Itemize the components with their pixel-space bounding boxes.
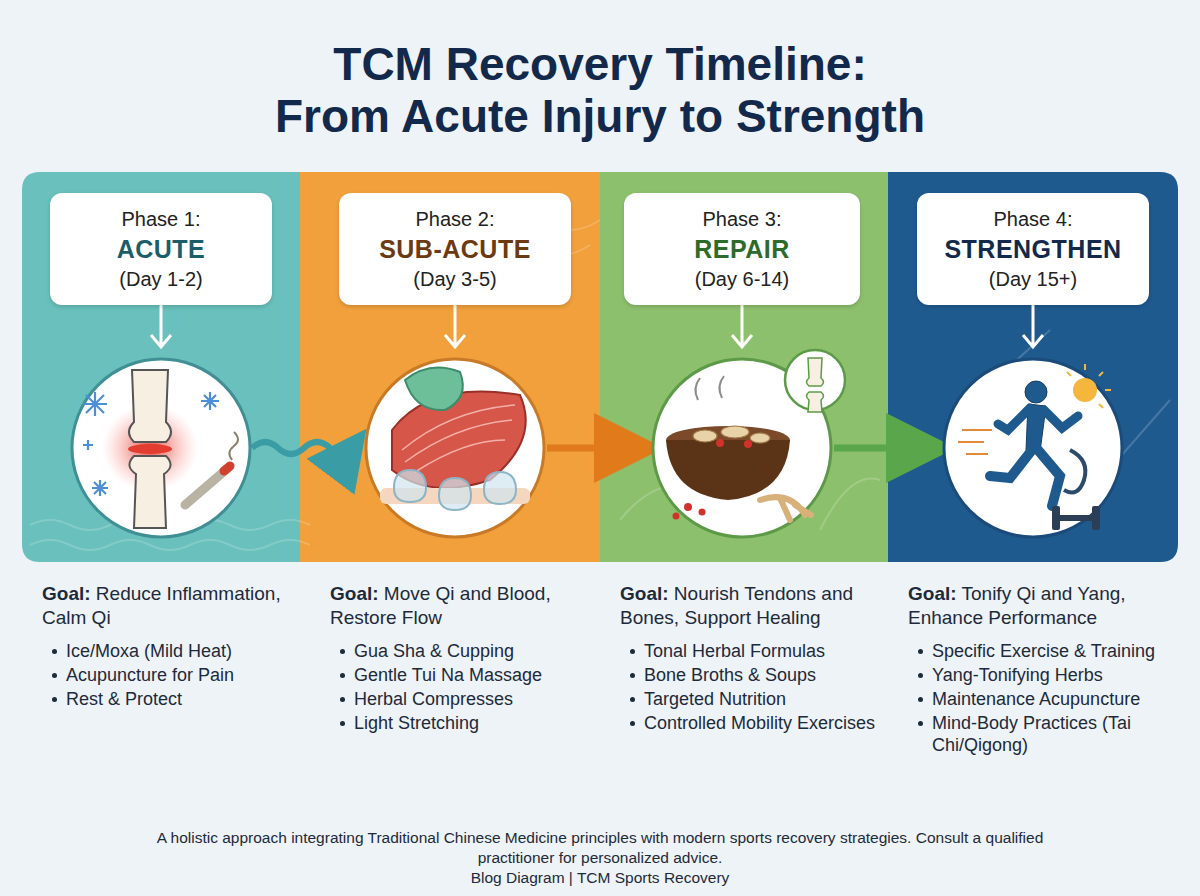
bullet-text: Controlled Mobility Exercises bbox=[644, 712, 875, 734]
muscle-guasha-cups bbox=[380, 368, 530, 511]
bullet-text: Rest & Protect bbox=[66, 688, 182, 710]
phase-text: Phase 2: bbox=[347, 205, 563, 233]
runner-training bbox=[958, 364, 1111, 530]
bullet-dot bbox=[340, 721, 345, 726]
bullet-list: Specific Exercise & TrainingYang-Tonifyi… bbox=[916, 640, 1170, 756]
caption: A holistic approach integrating Traditio… bbox=[140, 828, 1060, 868]
bullet-list: Ice/Moxa (Mild Heat)Acupuncture for Pain… bbox=[50, 640, 292, 710]
down-arrows bbox=[151, 305, 1043, 347]
bullet-text: Targeted Nutrition bbox=[644, 688, 786, 710]
bullet-dot bbox=[52, 649, 57, 654]
phase-name: SUB-ACUTE bbox=[347, 233, 563, 265]
bullet-dot bbox=[630, 649, 635, 654]
phase-box: Phase 4:STRENGTHEN(Day 15+) bbox=[917, 193, 1149, 305]
knee-ice-moxa bbox=[83, 370, 238, 528]
bullet-text: Mind-Body Practices (Tai Chi/Qigong) bbox=[932, 712, 1170, 756]
goal-heading: Goal: bbox=[620, 583, 669, 604]
bullet-text: Ice/Moxa (Mild Heat) bbox=[66, 640, 232, 662]
bullet-item: Rest & Protect bbox=[50, 688, 292, 710]
bullet-item: Herbal Compresses bbox=[338, 688, 592, 710]
phase-text: Phase 3: bbox=[632, 205, 852, 233]
bullet-dot bbox=[340, 673, 345, 678]
phase-text: (Day 6-14) bbox=[632, 265, 852, 293]
bullet-dot bbox=[630, 721, 635, 726]
goal-text: Goal: Nourish Tendons and Bones, Support… bbox=[620, 582, 882, 630]
goal-heading: Goal: bbox=[330, 583, 379, 604]
phase-text: Phase 4: bbox=[925, 205, 1141, 233]
goal-text: Goal: Reduce Inflammation, Calm Qi bbox=[42, 582, 292, 630]
bullet-dot bbox=[918, 649, 923, 654]
diagram-title: TCM Recovery Timeline: From Acute Injury… bbox=[100, 38, 1100, 142]
goal-text: Goal: Tonify Qi and Yang, Enhance Perfor… bbox=[908, 582, 1170, 630]
flow-arrow bbox=[547, 445, 636, 452]
phase-box: Phase 2:SUB-ACUTE(Day 3-5) bbox=[339, 193, 571, 305]
bullet-item: Gua Sha & Cupping bbox=[338, 640, 592, 662]
bullet-text: Light Stretching bbox=[354, 712, 479, 734]
bullet-item: Bone Broths & Soups bbox=[628, 664, 882, 686]
phase-name: REPAIR bbox=[632, 233, 852, 265]
bullet-list: Tonal Herbal FormulasBone Broths & Soups… bbox=[628, 640, 882, 734]
phase-name: ACUTE bbox=[58, 233, 264, 265]
bullet-text: Maintenance Acupuncture bbox=[932, 688, 1140, 710]
flow-arrow bbox=[834, 445, 928, 452]
herbal-soup-bowl bbox=[666, 350, 845, 520]
phase-box: Phase 3:REPAIR(Day 6-14) bbox=[624, 193, 860, 305]
bullet-list: Gua Sha & CuppingGentle Tui Na MassageHe… bbox=[338, 640, 592, 734]
bullet-text: Bone Broths & Soups bbox=[644, 664, 816, 686]
bullet-text: Yang-Tonifying Herbs bbox=[932, 664, 1103, 686]
bullet-item: Ice/Moxa (Mild Heat) bbox=[50, 640, 292, 662]
phase-name: STRENGTHEN bbox=[925, 233, 1141, 265]
bullet-dot bbox=[918, 673, 923, 678]
flow-arrow bbox=[252, 442, 352, 454]
phase-text: Phase 1: bbox=[58, 205, 264, 233]
footer-note: Blog Diagram | TCM Sports Recovery bbox=[140, 868, 1060, 888]
bullet-text: Specific Exercise & Training bbox=[932, 640, 1155, 662]
bullet-text: Herbal Compresses bbox=[354, 688, 513, 710]
bullet-item: Acupuncture for Pain bbox=[50, 664, 292, 686]
bullet-text: Tonal Herbal Formulas bbox=[644, 640, 825, 662]
bullet-dot bbox=[918, 697, 923, 702]
goal-heading: Goal: bbox=[908, 583, 957, 604]
bullet-item: Maintenance Acupuncture bbox=[916, 688, 1170, 710]
bullet-item: Mind-Body Practices (Tai Chi/Qigong) bbox=[916, 712, 1170, 756]
bullet-item: Tonal Herbal Formulas bbox=[628, 640, 882, 662]
bullet-text: Acupuncture for Pain bbox=[66, 664, 234, 686]
bullet-item: Specific Exercise & Training bbox=[916, 640, 1170, 662]
bullet-item: Yang-Tonifying Herbs bbox=[916, 664, 1170, 686]
bullet-dot bbox=[630, 697, 635, 702]
phase-text: (Day 1-2) bbox=[58, 265, 264, 293]
phase-box: Phase 1:ACUTE(Day 1-2) bbox=[50, 193, 272, 305]
bullet-item: Targeted Nutrition bbox=[628, 688, 882, 710]
bullet-text: Gentle Tui Na Massage bbox=[354, 664, 542, 686]
bullet-dot bbox=[340, 649, 345, 654]
goal-heading: Goal: bbox=[42, 583, 91, 604]
phase-bands bbox=[22, 172, 1178, 562]
bullet-dot bbox=[918, 721, 923, 726]
goal-text: Goal: Move Qi and Blood, Restore Flow bbox=[330, 582, 592, 630]
bullet-item: Light Stretching bbox=[338, 712, 592, 734]
phase-text: (Day 3-5) bbox=[347, 265, 563, 293]
phase-text: (Day 15+) bbox=[925, 265, 1141, 293]
bullet-dot bbox=[630, 673, 635, 678]
bullet-dot bbox=[340, 697, 345, 702]
bullet-dot bbox=[52, 673, 57, 678]
bullet-text: Gua Sha & Cupping bbox=[354, 640, 514, 662]
bullet-item: Gentle Tui Na Massage bbox=[338, 664, 592, 686]
bullet-item: Controlled Mobility Exercises bbox=[628, 712, 882, 734]
bullet-dot bbox=[52, 697, 57, 702]
